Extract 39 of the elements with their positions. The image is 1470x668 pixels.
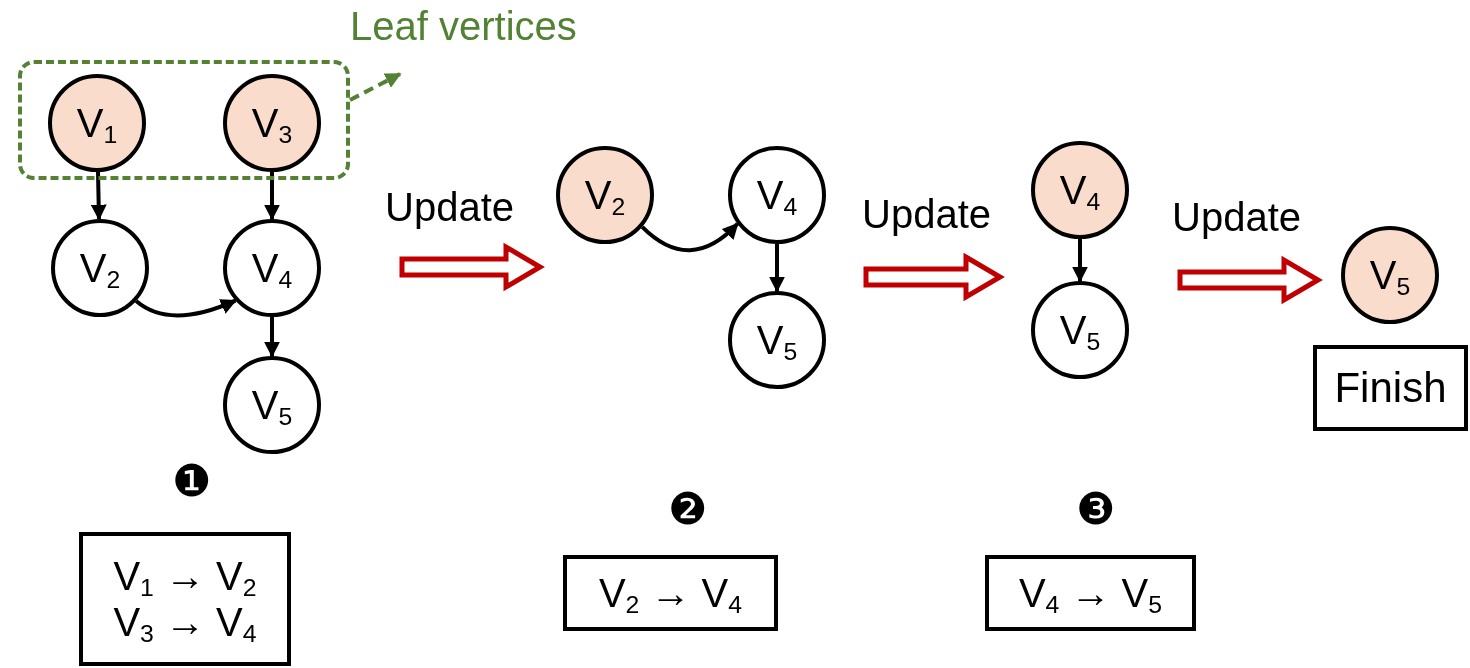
vertex-circle: V$_{1}$ xyxy=(48,74,146,172)
arrow xyxy=(640,222,739,253)
arrow xyxy=(264,172,280,221)
block-arrow xyxy=(863,252,1005,302)
step-label: Update xyxy=(1172,195,1301,240)
edge-text: V$_{1}$ → V$_{2}$ xyxy=(113,553,257,599)
vertex-circle: V$_{4}$ xyxy=(728,146,826,244)
step-number: ❷ xyxy=(668,483,707,534)
vertex-circle: V$_{3}$ xyxy=(223,74,321,172)
edge-text: V$_{4}$ → V$_{5}$ xyxy=(1018,570,1163,616)
vertex-circle: V$_{5}$ xyxy=(1031,281,1129,379)
vertex-circle: V$_{2}$ xyxy=(556,146,654,244)
vertex-circle: V$_{2}$ xyxy=(51,219,149,317)
arrow xyxy=(264,317,280,358)
leader-arrow xyxy=(349,72,402,102)
edge-text: Finish xyxy=(1334,363,1447,413)
arrow xyxy=(90,171,107,221)
vertex-circle: V$_{4}$ xyxy=(1031,141,1129,239)
vertex-circle: V$_{5}$ xyxy=(1341,226,1439,324)
edge-list-box xyxy=(79,532,291,666)
step-number: ❶ xyxy=(172,455,211,506)
edge-list-box xyxy=(563,555,778,631)
step-label: Update xyxy=(385,185,514,230)
callout-text: Leaf vertices xyxy=(350,4,630,74)
step-label: Update xyxy=(862,192,991,237)
edge-list-box xyxy=(1313,345,1468,431)
block-arrow xyxy=(399,242,545,292)
arrow xyxy=(134,298,237,318)
edge-list-box xyxy=(985,555,1196,631)
arrow xyxy=(1072,239,1088,283)
vertex-circle: V$_{5}$ xyxy=(223,356,321,454)
edge-text: V$_{3}$ → V$_{4}$ xyxy=(113,599,257,645)
edge-text: V$_{2}$ → V$_{4}$ xyxy=(598,570,743,616)
arrow xyxy=(769,244,785,293)
vertex-circle: V$_{5}$ xyxy=(728,291,826,389)
step-number: ❸ xyxy=(1076,483,1115,534)
vertex-circle: V$_{4}$ xyxy=(223,219,321,317)
block-arrow xyxy=(1177,255,1323,305)
leaf-group-box xyxy=(18,60,350,180)
